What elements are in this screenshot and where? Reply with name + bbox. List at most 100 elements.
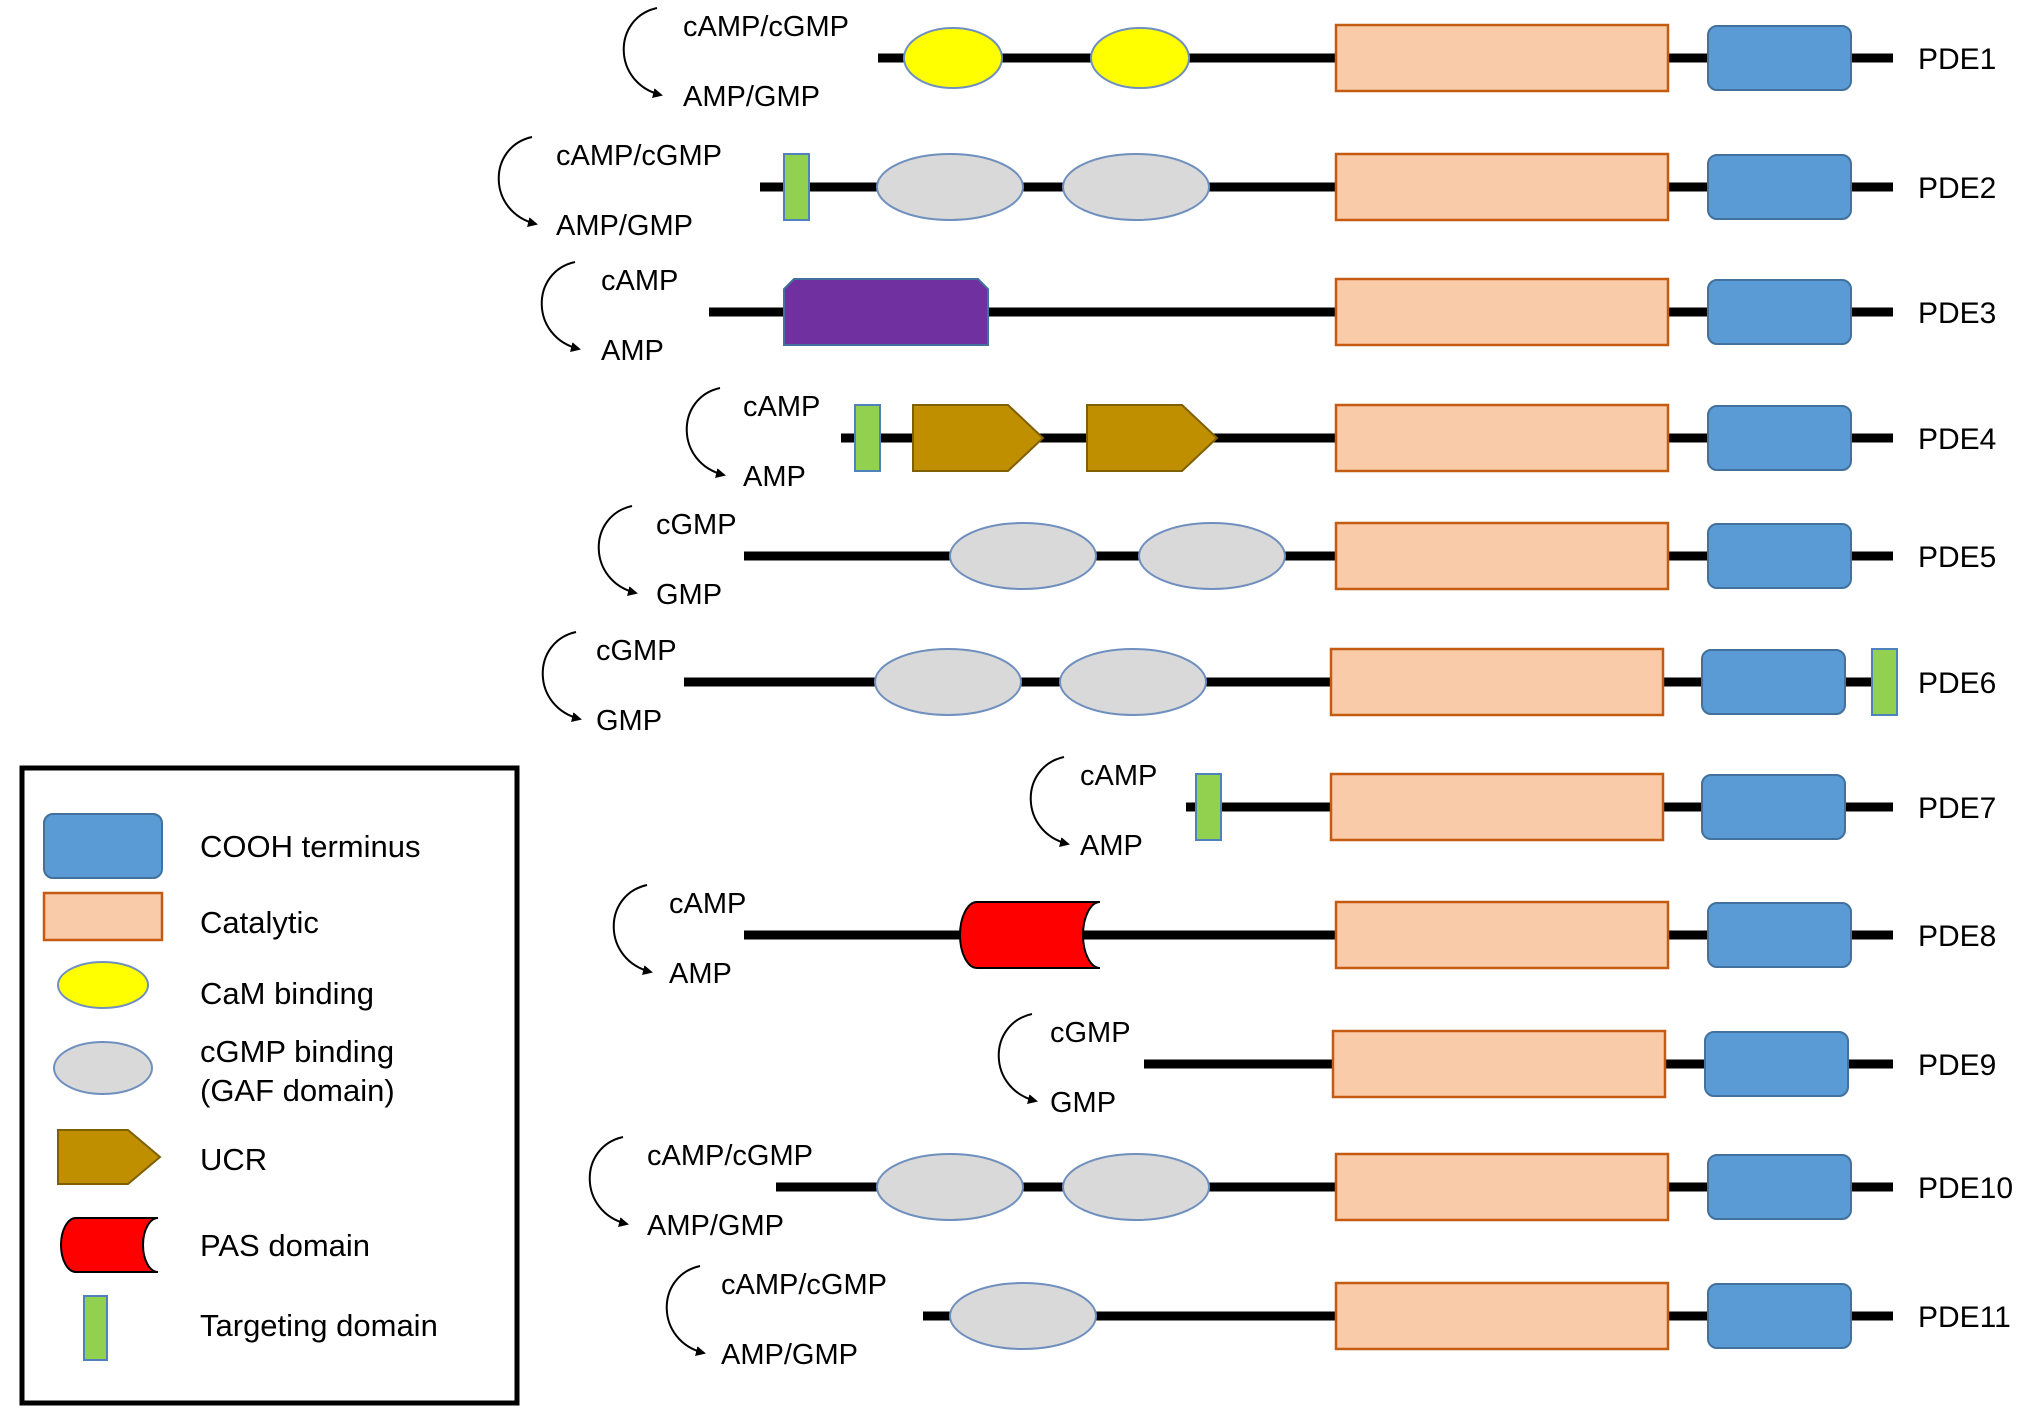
pde-label: PDE7	[1918, 792, 1996, 825]
reaction-arrow	[685, 387, 726, 478]
legend-label-pas: PAS domain	[200, 1228, 370, 1263]
catalytic-domain	[1334, 23, 1670, 93]
substrate-label: cAMP	[669, 888, 746, 920]
reaction-arrow	[1029, 756, 1070, 847]
gaf-domain	[1138, 522, 1286, 590]
legend-label-catalytic: Catalytic	[200, 905, 319, 940]
gaf-domain	[876, 153, 1024, 221]
legend-label-gaf: cGMP binding	[200, 1034, 394, 1069]
reaction-arrow	[997, 1013, 1038, 1104]
product-label: AMP	[743, 461, 806, 493]
cooh-terminus-domain	[1707, 405, 1852, 471]
reaction-arrow	[597, 505, 638, 596]
gaf-domain	[874, 648, 1022, 716]
ucr-domain	[912, 404, 1045, 472]
gaf-domain	[949, 1282, 1097, 1350]
cooh-terminus-domain	[1707, 279, 1852, 345]
pas-domain	[959, 901, 1101, 969]
product-label: AMP/GMP	[556, 210, 693, 242]
gaf-domain	[949, 522, 1097, 590]
product-label: GMP	[596, 705, 662, 737]
pde-row-pde8: cAMP AMP PDE8	[612, 884, 1996, 990]
cooh-terminus-domain	[1707, 25, 1852, 91]
legend-label-gaf-2: (GAF domain)	[200, 1073, 395, 1108]
reaction-arrow	[497, 136, 538, 227]
cooh-terminus-domain	[1707, 523, 1852, 589]
cooh-terminus-domain	[1704, 1031, 1849, 1097]
product-label: AMP/GMP	[683, 81, 820, 113]
pde-row-pde11: cAMP/cGMP AMP/GMP PDE11	[665, 1265, 2011, 1371]
pde-row-pde6: cGMP GMP PDE6	[541, 631, 1996, 737]
pde-row-pde5: cGMP GMP PDE5	[597, 505, 1996, 611]
product-label: AMP/GMP	[647, 1210, 784, 1242]
substrate-label: cAMP	[1080, 760, 1157, 792]
legend-label-targeting: Targeting domain	[200, 1308, 438, 1343]
pde-row-pde2: cAMP/cGMP AMP/GMP PDE2	[497, 136, 1996, 242]
targeting-domain	[1195, 773, 1222, 841]
cam-binding-domain	[903, 27, 1003, 89]
catalytic-domain	[1331, 1029, 1667, 1099]
pde-label: PDE11	[1918, 1301, 2011, 1334]
gaf-domain	[1062, 153, 1210, 221]
pde-label: PDE4	[1918, 423, 1996, 456]
pde-label: PDE6	[1918, 667, 1996, 700]
substrate-label: cAMP/cGMP	[721, 1269, 887, 1301]
catalytic-domain	[1334, 900, 1670, 970]
substrate-label: cGMP	[1050, 1017, 1131, 1049]
legend-swatch-pas	[60, 1217, 159, 1273]
uncharacterized-domain	[783, 278, 989, 346]
pde-label: PDE5	[1918, 541, 1996, 574]
cooh-terminus-domain	[43, 813, 163, 879]
legend-swatch-cam	[57, 961, 149, 1009]
reaction-arrow	[541, 631, 582, 722]
reaction-arrow	[588, 1136, 629, 1227]
product-label: AMP	[669, 958, 732, 990]
cooh-terminus-domain	[1701, 774, 1846, 840]
reaction-arrow	[665, 1265, 706, 1356]
pde-label: PDE10	[1918, 1172, 2013, 1205]
cooh-terminus-domain	[1707, 1283, 1852, 1349]
pde-label: PDE2	[1918, 172, 1996, 205]
legend-swatch-targeting	[83, 1295, 108, 1361]
product-label: AMP/GMP	[721, 1339, 858, 1371]
product-label: AMP	[1080, 830, 1143, 862]
substrate-label: cAMP/cGMP	[647, 1140, 813, 1172]
cooh-terminus-domain	[1707, 1154, 1852, 1220]
substrate-label: cAMP/cGMP	[556, 140, 722, 172]
reaction-arrow	[612, 884, 653, 975]
gaf-domain	[1059, 648, 1207, 716]
substrate-label: cGMP	[596, 635, 677, 667]
catalytic-domain	[1334, 1281, 1670, 1351]
product-label: AMP	[601, 335, 664, 367]
cooh-terminus-domain	[1701, 649, 1846, 715]
targeting-domain	[854, 404, 881, 472]
catalytic-domain	[1329, 772, 1665, 842]
legend-label-cam: CaM binding	[200, 976, 374, 1011]
catalytic-domain	[1334, 277, 1670, 347]
product-label: GMP	[1050, 1087, 1116, 1119]
pde-label: PDE8	[1918, 920, 1996, 953]
cooh-terminus-domain	[1707, 902, 1852, 968]
catalytic-domain	[1334, 1152, 1670, 1222]
product-label: GMP	[656, 579, 722, 611]
pde-label: PDE1	[1918, 43, 1996, 76]
pde-label: PDE3	[1918, 297, 1996, 330]
pde-row-pde4: cAMP AMP PDE4	[685, 387, 1996, 493]
pde-row-pde10: cAMP/cGMP AMP/GMP PDE10	[588, 1136, 2013, 1242]
substrate-label: cAMP	[743, 391, 820, 423]
legend-label-ucr: UCR	[200, 1142, 267, 1177]
targeting-domain	[1871, 648, 1898, 716]
catalytic-domain	[1334, 403, 1670, 473]
targeting-domain	[783, 153, 810, 221]
legend-swatch-gaf	[53, 1041, 153, 1095]
reaction-arrow	[540, 261, 581, 352]
legend-label-cooh: COOH terminus	[200, 829, 420, 864]
cooh-terminus-domain	[1707, 154, 1852, 220]
legend-swatch-catalytic	[42, 891, 164, 942]
cam-binding-domain	[1090, 27, 1190, 89]
substrate-label: cGMP	[656, 509, 737, 541]
